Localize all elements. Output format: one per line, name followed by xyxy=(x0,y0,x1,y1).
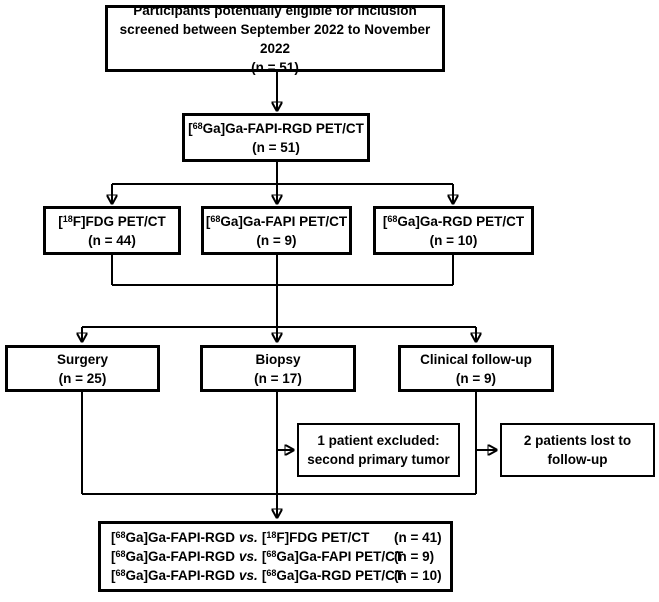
spine-merge-to-split xyxy=(82,254,476,328)
tracer-name: F]FDG PET/CT xyxy=(72,213,166,229)
fdg-n: (n = 44) xyxy=(88,232,136,248)
isotope-superscript: 68 xyxy=(387,213,398,224)
tracer-name: Ga]Ga-FAPI-RGD xyxy=(125,568,236,583)
screening-line1: Participants potentially eligible for in… xyxy=(133,2,417,18)
node-fapi-rgd-petct: [68Ga]Ga-FAPI-RGD PET/CT (n = 51) xyxy=(182,113,370,162)
node-biopsy: Biopsy (n = 17) xyxy=(200,345,356,392)
biopsy-n: (n = 17) xyxy=(254,370,302,386)
isotope-superscript: 68 xyxy=(115,530,126,540)
comparison-n: (n = 10) xyxy=(394,568,442,583)
followup-label: Clinical follow-up xyxy=(420,351,532,367)
tracer-name: Ga]Ga-FAPI PET/CT xyxy=(276,549,404,564)
surgery-label: Surgery xyxy=(56,351,109,367)
bracket: [ xyxy=(111,568,116,583)
node-screening: Participants potentially eligible for in… xyxy=(105,3,445,75)
rgd-label: [68Ga]Ga-RGD PET/CT xyxy=(376,212,531,231)
lost-line2: follow-up xyxy=(547,452,608,467)
followup-n: (n = 9) xyxy=(455,370,497,386)
fapi-rgd-n: (n = 51) xyxy=(252,139,300,155)
tracer-name: Ga]Ga-FAPI-RGD PET/CT xyxy=(202,120,364,136)
vs-text: vs. xyxy=(239,549,258,564)
lost-line1: 2 patients lost to xyxy=(523,433,632,448)
bracket: [ xyxy=(111,530,116,545)
isotope-superscript: 68 xyxy=(266,568,277,578)
isotope-superscript: 68 xyxy=(115,568,126,578)
screening-line2: screened between September 2022 to Novem… xyxy=(119,21,431,56)
tracer-name: Ga]Ga-FAPI-RGD xyxy=(125,530,236,545)
biopsy-label: Biopsy xyxy=(255,351,301,367)
isotope-superscript: 18 xyxy=(62,213,73,224)
tracer-name: F]FDG PET/CT xyxy=(276,530,370,545)
tracer-name: Ga]Ga-RGD PET/CT xyxy=(276,568,404,583)
isotope-superscript: 18 xyxy=(266,530,277,540)
isotope-superscript: 68 xyxy=(266,549,277,559)
node-fdg-petct: [18F]FDG PET/CT (n = 44) xyxy=(43,206,181,255)
node-clinical-followup: Clinical follow-up (n = 9) xyxy=(398,345,554,392)
vs-text: vs. xyxy=(239,530,258,545)
bracket: [ xyxy=(58,213,63,229)
bracket: [ xyxy=(111,549,116,564)
bracket: [ xyxy=(205,213,211,229)
tracer-name: Ga]Ga-FAPI PET/CT xyxy=(220,213,348,229)
surgery-n: (n = 25) xyxy=(58,370,107,386)
tracer-name: Ga]Ga-RGD PET/CT xyxy=(397,213,525,229)
rgd-n: (n = 10) xyxy=(429,232,478,248)
excluded-line1: 1 patient excluded: xyxy=(317,433,440,448)
vs-text: vs. xyxy=(239,568,258,583)
isotope-superscript: 68 xyxy=(210,213,221,224)
node-patient-excluded: 1 patient excluded: second primary tumor xyxy=(297,423,460,477)
fdg-label: [18F]FDG PET/CT xyxy=(46,212,178,231)
isotope-superscript: 68 xyxy=(115,549,126,559)
fapi-rgd-label: [68Ga]Ga-FAPI-RGD PET/CT xyxy=(185,119,367,138)
comparison-n: (n = 41) xyxy=(394,530,442,545)
isotope-superscript: 68 xyxy=(192,120,203,131)
node-lost-to-followup: 2 patients lost to follow-up xyxy=(500,423,655,477)
node-rgd-petct: [68Ga]Ga-RGD PET/CT (n = 10) xyxy=(373,206,534,255)
tracer-name: Ga]Ga-FAPI-RGD xyxy=(125,549,236,564)
fapi-n: (n = 9) xyxy=(256,232,297,248)
comparison-n: (n = 9) xyxy=(394,549,435,564)
bracket: [ xyxy=(382,213,388,229)
node-surgery: Surgery (n = 25) xyxy=(5,345,160,392)
excluded-line2: second primary tumor xyxy=(307,452,450,467)
fapi-label: [68Ga]Ga-FAPI PET/CT xyxy=(204,212,349,231)
bracket: [ xyxy=(261,530,267,545)
screening-n: (n = 51) xyxy=(251,59,299,75)
node-fapi-petct: [68Ga]Ga-FAPI PET/CT (n = 9) xyxy=(201,206,352,255)
bracket: [ xyxy=(261,549,267,564)
bracket: [ xyxy=(261,568,267,583)
merge-tracers xyxy=(111,254,454,286)
split-fapirgd-spine xyxy=(112,161,453,185)
bracket: [ xyxy=(188,120,193,136)
